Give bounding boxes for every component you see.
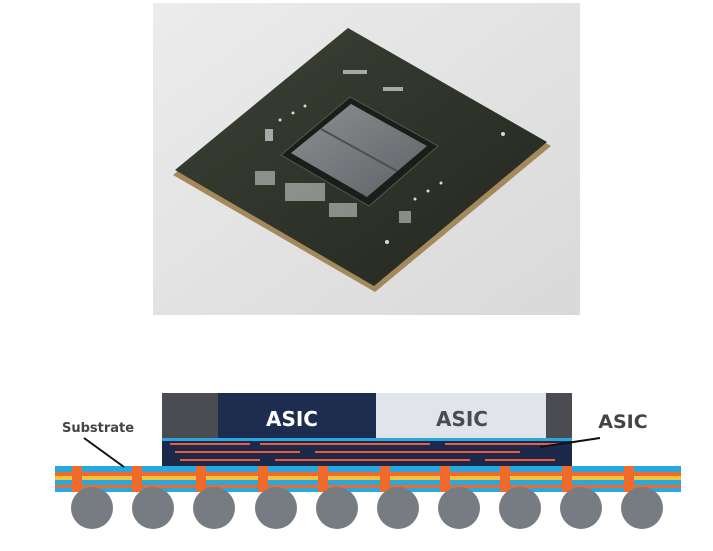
chip-package-photo xyxy=(153,3,580,315)
interposer-top-stripe xyxy=(162,438,572,441)
asic-die-dark xyxy=(218,393,376,438)
solder-ball xyxy=(560,487,602,529)
solder-ball xyxy=(621,487,663,529)
die-spacer-left xyxy=(162,393,218,438)
asic-die-light xyxy=(376,393,546,438)
solder-ball xyxy=(132,487,174,529)
package-cross-section-diagram: ASIC ASIC Su xyxy=(55,393,681,529)
asic-label-light: ASIC xyxy=(436,407,488,431)
solder-ball xyxy=(316,487,358,529)
interposer-traces xyxy=(170,443,560,461)
substrate-label: Substrate xyxy=(62,421,134,436)
solder-ball xyxy=(499,487,541,529)
solder-balls xyxy=(71,487,663,529)
die-spacer-right xyxy=(546,393,572,438)
asic-label-dark: ASIC xyxy=(266,407,318,431)
solder-ball xyxy=(255,487,297,529)
die-split-line xyxy=(320,128,398,172)
solder-ball xyxy=(438,487,480,529)
asic-label-right: ASIC xyxy=(598,411,647,433)
asic-right-leader-line xyxy=(539,437,601,448)
substrate xyxy=(55,466,681,492)
substrate-leader-line xyxy=(83,437,125,468)
package-markings xyxy=(255,70,505,244)
solder-ball xyxy=(71,487,113,529)
solder-ball xyxy=(193,487,235,529)
solder-ball xyxy=(377,487,419,529)
